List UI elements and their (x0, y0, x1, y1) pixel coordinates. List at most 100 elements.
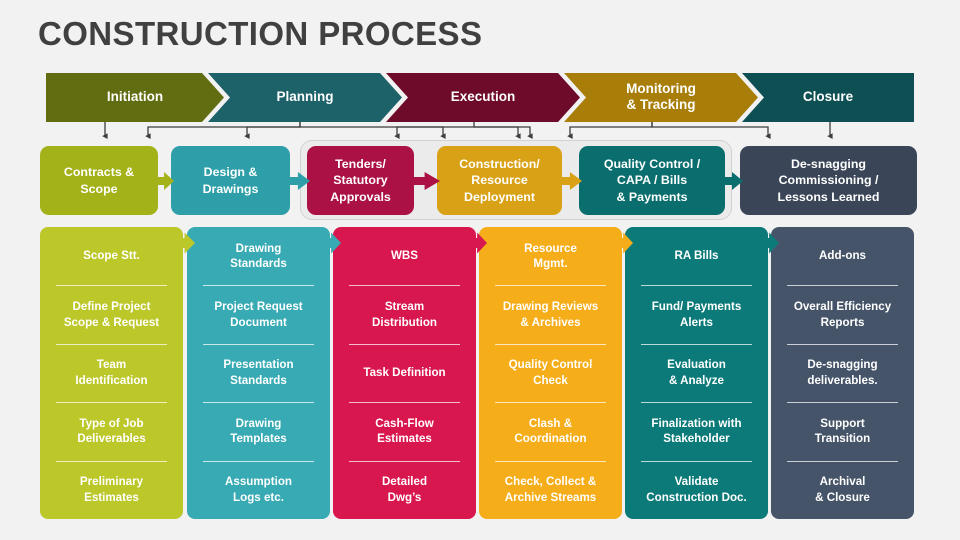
list-item[interactable]: Clash &Coordination (479, 402, 622, 460)
banner-chevron-execution[interactable] (386, 73, 580, 122)
banner-label-closure: Closure (748, 73, 908, 122)
banner-label-planning: Planning (225, 73, 385, 122)
banner-label-monitoring-tracking: Monitoring& Tracking (581, 73, 741, 122)
column-flow-arrow-5 (762, 232, 779, 254)
list-item[interactable]: Add-ons (771, 227, 914, 285)
list-item-label: Task Definition (363, 366, 446, 380)
stage-box-label: Contracts &Scope (63, 164, 135, 196)
stage-flow-arrow-1 (156, 172, 174, 190)
banner-chevron-monitoring-tracking[interactable] (564, 73, 758, 122)
column-flow-arrow-2 (324, 232, 341, 254)
column-flow-arrow-1 (177, 232, 195, 254)
stage-box-label: Quality Control /CAPA / Bills& Payments (603, 156, 701, 204)
stage-flow-arrow-4 (560, 172, 582, 190)
list-item-label: Add-ons (818, 249, 866, 263)
list-item[interactable]: Evaluation& Analyze (625, 343, 768, 402)
stage-box-quality-control[interactable]: Quality Control /CAPA / Bills& Payments (579, 146, 725, 215)
stage-flow-arrow-3 (412, 172, 440, 190)
banner-label-initiation: Initiation (55, 73, 215, 122)
banner-label-text: Initiation (106, 89, 164, 105)
list-item[interactable]: WBS (333, 227, 476, 285)
banner-label-text: Closure (802, 89, 854, 105)
stage-box-contracts[interactable]: Contracts &Scope (40, 146, 158, 215)
stage-box-design[interactable]: Design &Drawings (171, 146, 290, 215)
page-title: CONSTRUCTION PROCESS (38, 15, 483, 52)
column-flow-arrow-3 (470, 232, 487, 254)
list-item-label: RA Bills (674, 249, 719, 263)
list-item[interactable]: Task Definition (333, 343, 476, 402)
list-item[interactable]: Scope Stt. (40, 227, 183, 285)
column-flow-arrow-4 (616, 232, 633, 254)
stage-box-label: Design &Drawings (202, 164, 259, 196)
stage-flow-arrow-2 (288, 172, 310, 190)
banner-chevron-closure[interactable] (742, 73, 914, 122)
banner-label-text: Monitoring& Tracking (626, 81, 696, 112)
stage-flow-arrow-5 (723, 172, 743, 190)
list-item[interactable]: Drawing Reviews& Archives (479, 285, 622, 343)
list-item-label: Evaluation& Analyze (667, 358, 726, 387)
list-item-label: Check, Collect &Archive Streams (504, 475, 597, 504)
banner-chevron-initiation[interactable] (46, 73, 224, 122)
list-item[interactable]: RA Bills (625, 227, 768, 285)
banner-label-text: Planning (276, 89, 334, 105)
list-item-label: Archival& Closure (815, 475, 870, 504)
list-item-label: Drawing Reviews& Archives (502, 300, 599, 329)
phase-banner: Initiation Planning Execution Monitoring& T… (46, 73, 914, 122)
banner-label-text: Execution (450, 89, 516, 105)
list-item[interactable]: Archival& Closure (771, 460, 914, 519)
banner-chevron-planning[interactable] (208, 73, 402, 122)
banner-label-execution: Execution (403, 73, 563, 122)
list-item-label: Scope Stt. (83, 249, 140, 263)
banner-chevrons (46, 73, 914, 122)
list-item[interactable]: Check, Collect &Archive Streams (479, 460, 622, 519)
